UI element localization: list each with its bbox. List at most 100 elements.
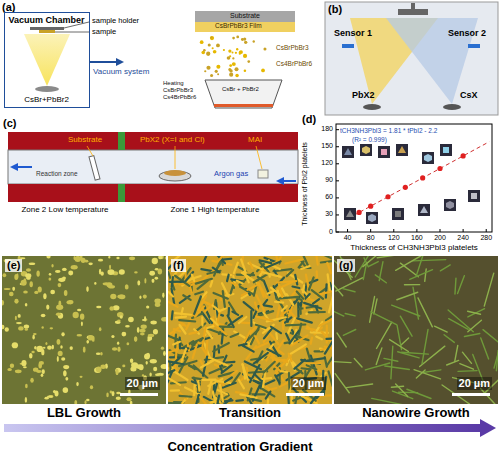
needle: [193, 383, 196, 395]
needle: [289, 307, 292, 316]
scale-label: 20 µm: [457, 377, 492, 390]
source-label: CsBr+PbBr2: [24, 95, 69, 104]
needle: [289, 331, 298, 344]
needle: [287, 270, 293, 276]
island: [46, 304, 49, 309]
zone-separator: [118, 184, 125, 202]
needle: [329, 371, 332, 386]
needle: [316, 337, 322, 340]
needle: [231, 283, 236, 286]
island: [131, 362, 133, 367]
island: [64, 290, 68, 296]
needle: [172, 358, 180, 366]
nanowire: [407, 389, 431, 398]
needle: [198, 382, 200, 392]
flake: [346, 210, 354, 217]
island: [63, 365, 69, 369]
island: [83, 347, 86, 353]
nanowire: [434, 326, 447, 332]
island: [155, 277, 159, 280]
needle: [301, 261, 305, 267]
needle: [196, 395, 199, 404]
particle: [216, 65, 220, 69]
island: [63, 371, 66, 377]
island: [149, 271, 155, 276]
island: [110, 294, 116, 300]
needle: [313, 299, 319, 303]
nanowire: [390, 340, 409, 352]
needle: [244, 330, 251, 342]
needle: [179, 320, 195, 321]
nanowire: [334, 309, 344, 316]
needle: [169, 292, 173, 297]
needle: [254, 374, 263, 383]
particle: [243, 54, 247, 58]
needle: [281, 311, 288, 316]
island: [2, 300, 4, 306]
particle: [236, 36, 239, 39]
particle: [210, 74, 213, 77]
needle: [228, 316, 242, 326]
particle: [217, 73, 219, 75]
island: [49, 273, 52, 276]
needle: [287, 396, 290, 403]
needle: [254, 341, 271, 348]
needle: [206, 326, 214, 328]
scale-label: 20 µm: [291, 377, 326, 390]
tick-mark: [486, 229, 487, 232]
island: [50, 290, 55, 295]
nanowire: [447, 360, 459, 365]
needle: [193, 345, 197, 359]
needle: [256, 325, 266, 328]
island: [5, 327, 9, 331]
axis-tick: 120: [312, 159, 333, 167]
part-label: MAI: [248, 135, 262, 144]
island: [158, 256, 162, 259]
island: [15, 369, 22, 373]
particle: [235, 74, 239, 78]
needle: [218, 256, 227, 261]
micrograph-panel: (g)20 µm: [334, 256, 498, 404]
nanowire: [392, 305, 420, 316]
gas-arrow: [16, 166, 32, 168]
nanowire: [369, 262, 378, 267]
arrow-head: [276, 177, 284, 185]
needle: [311, 338, 312, 344]
inset-image: [440, 144, 452, 156]
island: [55, 390, 59, 396]
particle: [231, 52, 233, 54]
tick-mark: [393, 229, 394, 232]
needle: [174, 335, 177, 348]
heater-strip: [214, 104, 273, 107]
island: [88, 335, 95, 340]
flake: [344, 148, 352, 155]
fit-line: [348, 142, 490, 219]
tick-mark: [370, 229, 371, 232]
vapor-cone: [24, 34, 70, 86]
scale-label: 20 µm: [125, 377, 160, 390]
needle: [263, 362, 274, 373]
island: [153, 367, 157, 371]
axis-tick: 280: [474, 234, 498, 242]
axis-tick: 240: [451, 234, 475, 242]
needle: [200, 397, 209, 404]
nanowire: [335, 374, 349, 393]
tick-mark: [416, 229, 417, 232]
axis-title: Thickness of CH3NH3PbI3 platelets: [336, 243, 492, 252]
sample: [39, 30, 55, 33]
part-label: sample holder: [92, 17, 139, 26]
needle: [286, 334, 289, 340]
chamber-frame: [325, 2, 498, 115]
data-point: [357, 210, 362, 215]
island: [127, 342, 130, 345]
axis-tick: 150: [312, 142, 333, 150]
axis-tick: 40: [336, 234, 360, 242]
needle: [253, 380, 261, 383]
nanowire: [384, 358, 398, 361]
island: [153, 329, 158, 334]
needle: [179, 271, 186, 277]
sensor: [468, 44, 480, 48]
nanowire: [444, 335, 454, 343]
needle: [242, 364, 248, 380]
